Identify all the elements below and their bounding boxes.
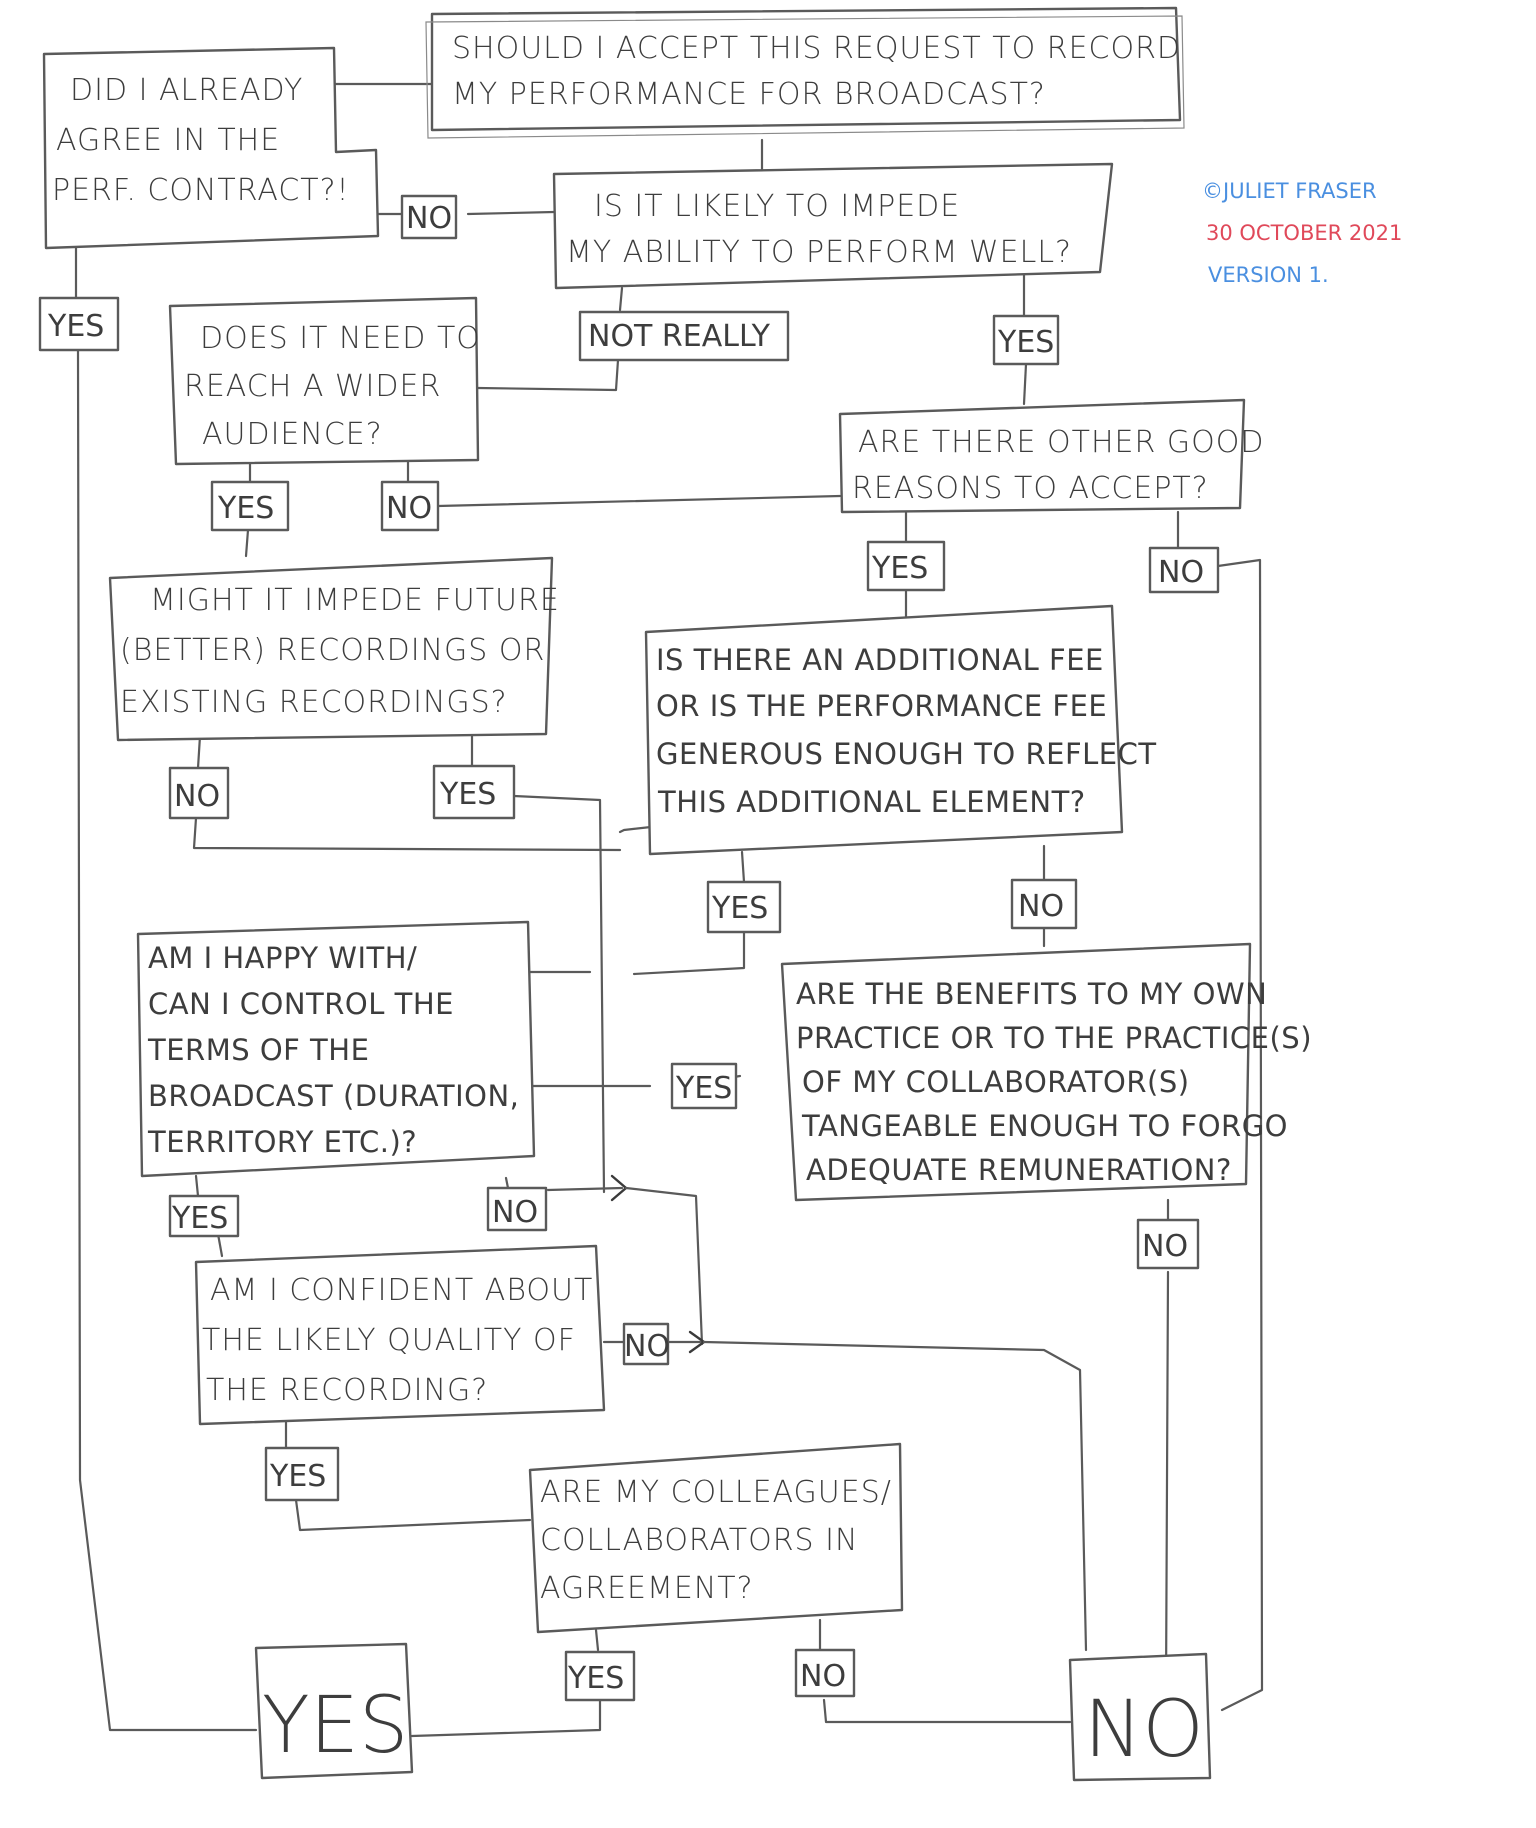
question-text-line: ARE MY COLLEAGUES/ [540, 1475, 892, 1510]
svg-text:YES: YES [439, 777, 496, 812]
question-impede-future-recordings: MIGHT IT IMPEDE FUTURE (BETTER) RECORDIN… [108, 556, 560, 742]
connectors [74, 82, 1264, 1738]
question-text-line: MIGHT IT IMPEDE FUTURE [150, 583, 560, 618]
svg-text:NO: NO [406, 201, 452, 236]
svg-text:YES: YES [997, 325, 1054, 360]
question-benefits-practice: ARE THE BENEFITS TO MY OWN PRACTICE OR T… [780, 942, 1312, 1202]
question-text-line: MY PERFORMANCE FOR BROADCAST? [452, 77, 1046, 112]
svg-text:NO: NO [386, 491, 432, 526]
label-yes-benefits: YES [670, 1062, 738, 1110]
svg-text:NO: NO [624, 1329, 670, 1364]
question-text-line: AGREE IN THE [56, 123, 280, 158]
question-text-line: ARE THERE OTHER GOOD [858, 425, 1264, 460]
question-text-line: GENEROUS ENOUGH TO REFLECT [656, 737, 1157, 771]
question-wider-audience: DOES IT NEED TO REACH A WIDER AUDIENCE? [168, 296, 481, 466]
question-colleagues-agreement: ARE MY COLLEAGUES/ COLLABORATORS IN AGRE… [528, 1442, 904, 1634]
credit-author: ©JULIET FRASER [1202, 179, 1377, 203]
svg-text:NOT REALLY: NOT REALLY [588, 319, 771, 354]
svg-text:YES: YES [171, 1201, 228, 1236]
question-text-line: IS THERE AN ADDITIONAL FEE [656, 643, 1104, 677]
question-text-line: COLLABORATORS IN [540, 1523, 858, 1558]
svg-text:YES: YES [269, 1459, 326, 1494]
question-text-line: AGREEMENT? [540, 1571, 754, 1606]
question-text-line: (BETTER) RECORDINGS OR [120, 633, 545, 668]
label-yes-fee: YES [706, 880, 782, 934]
outcome-no: NO [1068, 1652, 1212, 1782]
question-text-line: THE LIKELY QUALITY OF [202, 1323, 576, 1358]
label-no-audience: NO [380, 480, 440, 532]
outcome-yes: YES [254, 1642, 414, 1780]
label-yes-terms: YES [168, 1194, 240, 1238]
svg-text:YES: YES [675, 1071, 732, 1106]
svg-text:YES: YES [871, 551, 928, 586]
question-text-line: MY ABILITY TO PERFORM WELL? [566, 235, 1072, 270]
label-no-benefits: NO [1136, 1218, 1200, 1270]
credit-block: ©JULIET FRASER 30 OCTOBER 2021 VERSION 1… [1202, 179, 1402, 287]
svg-text:NO: NO [174, 779, 220, 814]
label-yes-impede: YES [992, 314, 1060, 366]
label-yes-colleagues: YES [564, 1650, 636, 1702]
label-yes-quality: YES [264, 1446, 340, 1502]
outcome-yes-text: YES [262, 1681, 408, 1771]
question-text-line: THIS ADDITIONAL ELEMENT? [657, 785, 1086, 819]
question-impede-performance: IS IT LIKELY TO IMPEDE MY ABILITY TO PER… [552, 162, 1114, 290]
svg-text:YES: YES [217, 491, 274, 526]
question-text-line: BROADCAST (DURATION, [148, 1079, 519, 1113]
svg-text:YES: YES [567, 1661, 624, 1696]
answer-labels: NO YES NOT REALLY YES YES NO YES NO [38, 194, 1220, 1702]
question-text-line: AM I HAPPY WITH/ [148, 941, 417, 975]
question-text-line: TANGEABLE ENOUGH TO FORGO [801, 1109, 1288, 1143]
question-text-line: THE RECORDING? [206, 1373, 488, 1408]
label-no-fee: NO [1010, 878, 1078, 930]
svg-text:NO: NO [1142, 1229, 1188, 1264]
question-text-line: AM I CONFIDENT ABOUT [210, 1273, 593, 1308]
question-text-line: DID I ALREADY [70, 73, 303, 108]
label-yes-agree: YES [38, 296, 120, 352]
question-additional-fee: IS THERE AN ADDITIONAL FEE OR IS THE PER… [644, 604, 1157, 856]
label-no-reasons: NO [1148, 546, 1220, 594]
svg-text:NO: NO [492, 1195, 538, 1230]
credit-date: 30 OCTOBER 2021 [1206, 221, 1402, 245]
label-not-really: NOT REALLY [578, 310, 790, 362]
label-no-colleagues: NO [794, 1648, 856, 1698]
label-yes-audience: YES [210, 480, 290, 532]
question-text-line: PERF. CONTRACT?! [52, 173, 350, 208]
label-no-agree: NO [400, 194, 458, 240]
question-text-line: EXISTING RECORDINGS? [120, 685, 508, 720]
question-text-line: ADEQUATE REMUNERATION? [806, 1153, 1232, 1187]
outcome-no-text: NO [1084, 1685, 1204, 1775]
label-yes-future: YES [432, 764, 516, 820]
question-should-i-accept: SHOULD I ACCEPT THIS REQUEST TO RECORD M… [425, 6, 1185, 139]
svg-text:YES: YES [47, 309, 104, 344]
question-recording-quality: AM I CONFIDENT ABOUT THE LIKELY QUALITY … [194, 1244, 606, 1426]
credit-version: VERSION 1. [1208, 263, 1329, 287]
question-text-line: OF MY COLLABORATOR(S) [802, 1065, 1190, 1099]
question-text-line: PRACTICE OR TO THE PRACTICE(S) [796, 1021, 1312, 1055]
question-text-line: REASONS TO ACCEPT? [852, 471, 1209, 506]
svg-text:NO: NO [1018, 889, 1064, 924]
svg-text:NO: NO [1158, 555, 1204, 590]
label-no-terms: NO [486, 1186, 548, 1232]
label-no-future: NO [168, 766, 230, 820]
question-other-good-reasons: ARE THERE OTHER GOOD REASONS TO ACCEPT? [838, 398, 1264, 514]
label-no-quality: NO [622, 1322, 670, 1366]
svg-text:YES: YES [711, 891, 768, 926]
question-already-agreed: DID I ALREADY AGREE IN THE PERF. CONTRAC… [42, 46, 380, 250]
question-text-line: CAN I CONTROL THE [148, 987, 454, 1021]
question-text-line: REACH A WIDER [184, 369, 441, 404]
question-text-line: TERRITORY ETC.)? [147, 1125, 417, 1159]
question-text-line: OR IS THE PERFORMANCE FEE [656, 689, 1107, 723]
question-text-line: DOES IT NEED TO [200, 321, 481, 356]
svg-text:NO: NO [800, 1659, 846, 1694]
question-text-line: SHOULD I ACCEPT THIS REQUEST TO RECORD [452, 31, 1181, 66]
question-text-line: ARE THE BENEFITS TO MY OWN [796, 977, 1267, 1011]
question-text-line: IS IT LIKELY TO IMPEDE [594, 189, 960, 224]
question-broadcast-terms: AM I HAPPY WITH/ CAN I CONTROL THE TERMS… [136, 920, 536, 1178]
question-text-line: AUDIENCE? [202, 417, 383, 452]
question-text-line: TERMS OF THE [147, 1033, 369, 1067]
label-yes-reasons: YES [866, 540, 946, 592]
